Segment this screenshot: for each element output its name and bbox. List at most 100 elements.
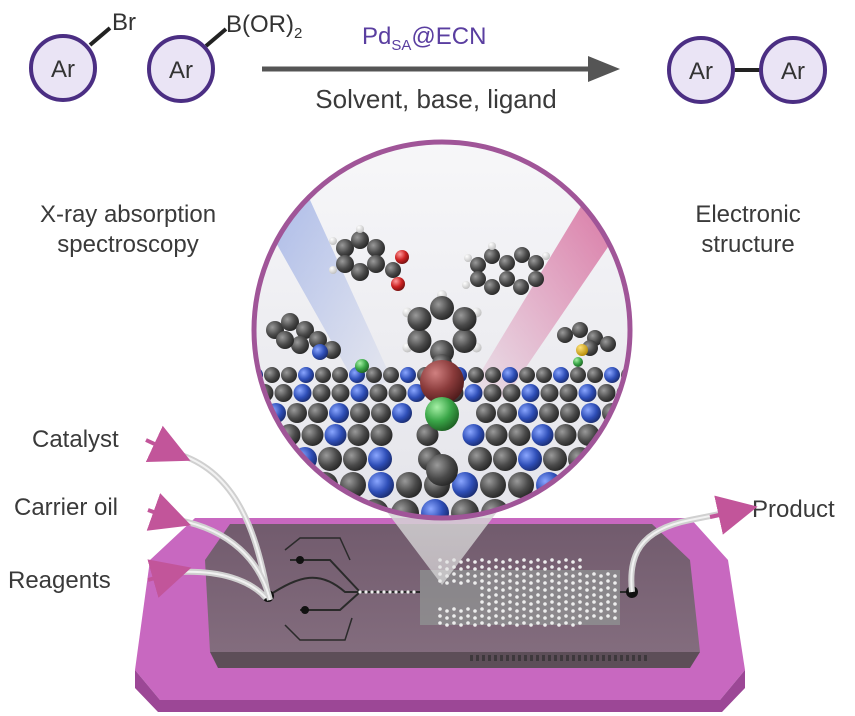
droplet — [494, 579, 498, 583]
droplet — [508, 607, 512, 611]
nitrogen-atom — [312, 344, 328, 360]
nitrogen-atom — [518, 403, 538, 423]
droplet — [473, 574, 477, 578]
droplet — [522, 614, 526, 618]
carbon-atom — [336, 239, 354, 257]
magnification-cone — [378, 500, 506, 585]
droplet — [508, 600, 512, 604]
chlorine-atom — [425, 397, 459, 431]
droplet — [529, 609, 533, 613]
carbon-atom — [254, 447, 267, 471]
droplet — [494, 614, 498, 618]
droplet — [536, 600, 540, 604]
edge-mark — [566, 655, 569, 661]
droplet — [543, 602, 547, 606]
carbon-atom — [623, 403, 630, 423]
nitrogen-atom — [502, 367, 518, 383]
droplet — [557, 574, 561, 578]
droplet — [480, 621, 484, 625]
carbon-atom — [332, 367, 348, 383]
droplet — [571, 595, 575, 599]
carbon-atom — [480, 472, 506, 498]
droplet — [529, 595, 533, 599]
droplet — [370, 590, 374, 594]
droplet — [394, 590, 398, 594]
chlorine-atom — [355, 359, 369, 373]
droplet — [599, 595, 603, 599]
chip-base-edge — [135, 670, 745, 712]
droplet — [515, 595, 519, 599]
droplet — [613, 588, 617, 592]
droplet — [445, 581, 449, 585]
droplet — [606, 600, 610, 604]
droplet — [578, 572, 582, 576]
droplet — [557, 581, 561, 585]
droplet — [543, 595, 547, 599]
droplet — [578, 593, 582, 597]
carbon-atom — [470, 257, 486, 273]
droplet — [494, 558, 498, 562]
catalyst-input-label: Catalyst — [32, 426, 119, 453]
droplet — [473, 623, 477, 627]
edge-mark — [638, 655, 641, 661]
droplet — [550, 558, 554, 562]
edge-mark — [554, 655, 557, 661]
nitrogen-atom — [464, 384, 483, 402]
carbon-atom — [407, 307, 432, 331]
droplet — [459, 567, 463, 571]
droplet — [522, 600, 526, 604]
droplet — [452, 607, 456, 611]
carbon-atom — [493, 447, 517, 471]
carbon-atom — [268, 447, 292, 471]
droplet — [557, 609, 561, 613]
carbon-atom — [528, 271, 544, 287]
droplet — [599, 581, 603, 585]
aryl-bromide: Ar Br — [29, 9, 136, 102]
carbon-atom — [318, 447, 342, 471]
product-right-label: Ar — [781, 58, 805, 85]
droplet — [473, 616, 477, 620]
droplet — [606, 586, 610, 590]
nitrogen-atom — [620, 472, 630, 498]
carrier-oil-arrow — [146, 493, 192, 531]
droplet — [438, 614, 442, 618]
droplet — [578, 621, 582, 625]
chip-glass-edge — [210, 652, 700, 668]
droplet — [508, 586, 512, 590]
droplet — [515, 616, 519, 620]
droplet — [508, 593, 512, 597]
droplet — [557, 623, 561, 627]
droplet — [358, 590, 362, 594]
droplet — [564, 586, 568, 590]
droplet — [473, 567, 477, 571]
droplet — [613, 581, 617, 585]
droplet — [501, 574, 505, 578]
carbon-atom — [519, 367, 535, 383]
carbon-atom — [623, 424, 630, 446]
droplet — [543, 616, 547, 620]
droplet — [487, 567, 491, 571]
droplet — [501, 595, 505, 599]
carbon-atom — [572, 322, 588, 338]
droplet — [459, 560, 463, 564]
carbon-atom — [597, 384, 616, 402]
droplet — [543, 567, 547, 571]
edge-mark — [584, 655, 587, 661]
droplet — [550, 593, 554, 597]
edge-mark — [590, 655, 593, 661]
droplet — [480, 600, 484, 604]
droplet — [487, 616, 491, 620]
carbon-atom — [508, 472, 534, 498]
carbon-atom — [371, 403, 391, 423]
droplet — [501, 602, 505, 606]
droplet — [412, 590, 416, 594]
product-left-label: Ar — [689, 58, 713, 85]
edge-mark — [626, 655, 629, 661]
droplet — [529, 602, 533, 606]
pd-single-atom-site — [402, 290, 482, 486]
carbon-atom — [388, 384, 407, 402]
droplet — [445, 616, 449, 620]
droplet — [459, 616, 463, 620]
edge-mark — [614, 655, 617, 661]
carbon-atom — [452, 307, 477, 331]
